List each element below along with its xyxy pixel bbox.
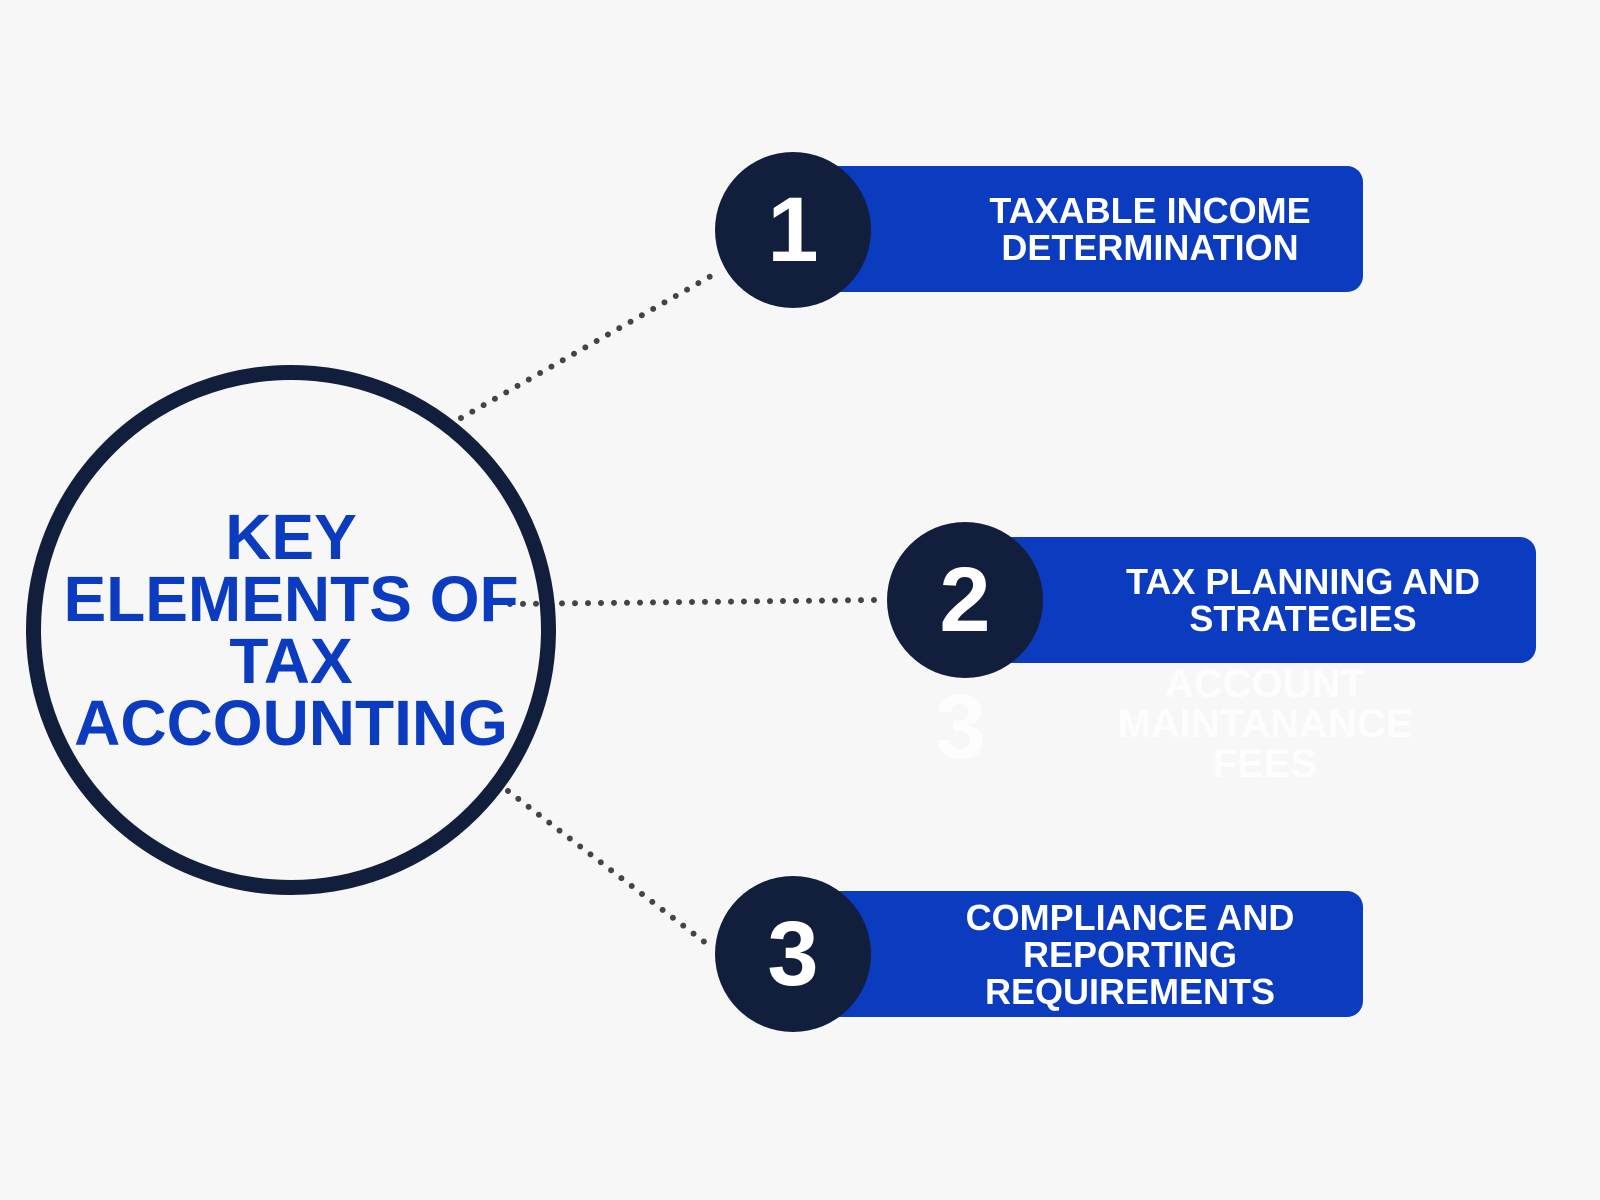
ghost-label: ACCOUNT MAINTANANCE FEES <box>1117 662 1413 786</box>
item-2-number-badge: 2 <box>887 522 1043 678</box>
item-1-number-badge: 1 <box>715 152 871 308</box>
item-1-bar: TAXABLE INCOME DETERMINATION <box>827 166 1363 292</box>
connector-2 <box>507 597 879 607</box>
hub-title: KEY ELEMENTS OF TAX ACCOUNTING <box>63 501 519 759</box>
connector-3 <box>505 788 714 950</box>
central-circle: KEY ELEMENTS OF TAX ACCOUNTING <box>26 365 556 895</box>
item-3-bar: COMPLIANCE AND REPORTING REQUIREMENTS <box>827 891 1363 1017</box>
ghost-number: 3 <box>935 676 987 778</box>
connector-1 <box>458 273 714 421</box>
item-3-number-badge: 3 <box>715 876 871 1032</box>
item-3-label: COMPLIANCE AND REPORTING REQUIREMENTS <box>965 896 1295 1012</box>
item-1-label: TAXABLE INCOME DETERMINATION <box>989 190 1311 268</box>
item-2-bar: TAX PLANNING AND STRATEGIES <box>1000 537 1536 663</box>
item-2-label: TAX PLANNING AND STRATEGIES <box>1126 561 1480 639</box>
